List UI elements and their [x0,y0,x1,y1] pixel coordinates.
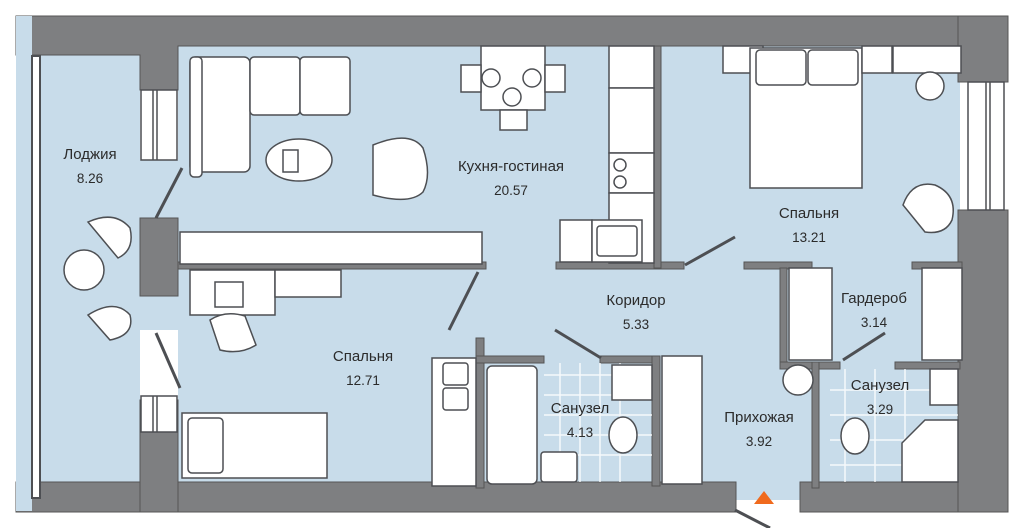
room-area: 8.26 [76,171,104,186]
room-label-corridor: Коридор 5.33 [606,292,665,334]
room-area: 5.33 [622,317,650,332]
door-bath-1 [554,328,602,360]
pouf [915,71,945,101]
bookshelf [274,269,342,298]
sink-bath2 [929,368,959,406]
window-bedroom-2 [140,395,178,433]
room-area: 12.71 [346,373,380,388]
lounge-chair [86,216,132,259]
room-name: Санузел [550,400,610,417]
furniture [63,45,963,487]
door-entrance [734,508,771,528]
door-loggia [154,167,184,219]
doors [154,167,886,528]
office-chair [209,313,257,353]
room-area: 20.57 [494,183,528,198]
room-label-bathroom-1: Санузел 4.13 [551,400,609,442]
wall-wardrobe-bottom-b [894,361,961,370]
dresser [892,45,962,74]
room-label-bedroom-2: Спальня 12.71 [333,348,393,390]
wall-wardrobe-bottom-a [779,361,841,370]
room-name: Санузел [850,377,910,394]
room-label-bathroom-2: Санузел 3.29 [851,377,909,419]
room-area: 3.14 [860,315,888,330]
door-kitchen [684,235,736,267]
room-name: Прихожая [724,409,794,426]
entrance-arrow-icon [754,491,774,504]
right-wall-bottom [957,209,1009,513]
tv-stand [179,231,483,265]
right-wall-top [957,15,1009,83]
room-name: Гардероб [841,290,907,307]
room-area: 3.92 [745,434,773,449]
left-wall [16,16,32,511]
kitchen-cabinet [608,45,655,89]
room-name: Спальня [332,348,394,365]
room-name: Коридор [606,292,666,309]
room-label-kitchen-living: Кухня-гостиная 20.57 [458,158,564,200]
sink [540,451,578,483]
bottom-wall-left [15,481,737,513]
chair [499,109,528,131]
bathtub [486,365,538,485]
wall-bedroom1-bottom-a [743,261,813,270]
armchair-bedroom [902,183,954,234]
sofa-seat [249,56,301,116]
shower [901,419,959,483]
door-loggia-bedroom [154,332,182,389]
wall-bath1-right [651,355,661,487]
toilet-bath2 [840,417,870,455]
door-bedroom-2 [447,271,480,331]
loggia-glazing [31,55,41,499]
windows [140,81,1005,433]
nightstand [861,45,893,74]
loggia-pier [139,217,179,297]
room-label-wardrobe: Гардероб 3.14 [841,290,907,332]
window-living [140,89,178,161]
room-label-loggia: Лоджия 8.26 [63,146,116,188]
room-label-hallway: Прихожая 3.92 [724,409,794,451]
wardrobe-cabinet [661,355,703,485]
closet [921,267,963,361]
room-name: Спальня [778,205,840,222]
room-name: Кухня-гостиная [457,158,565,175]
wall-kitchen-bedroom1 [653,45,662,269]
room-name: Лоджия [63,146,117,163]
bottom-wall-right [799,481,961,513]
dishwasher [559,219,593,263]
armchair [372,137,429,201]
wall-bath1-top-b [599,355,661,364]
chair [460,64,482,93]
wall-bath2-left [811,361,820,489]
toilet [608,416,638,454]
walls [15,15,1009,513]
wall-wardrobe-left [779,267,788,369]
room-label-bedroom-1: Спальня 13.21 [779,205,839,247]
floor-drain [782,364,814,396]
lounge-chair [86,305,132,341]
wall-bath1-top-a [475,355,545,364]
sofa-seat [299,56,351,116]
room-area: 4.13 [566,425,594,440]
closet [788,267,833,361]
door-wardrobe [842,331,886,362]
fridge-cabinet [608,87,655,154]
coffee-table [265,138,333,182]
magazine [282,149,299,173]
round-table [63,249,105,291]
room-area: 3.29 [866,402,894,417]
boiler [611,364,653,401]
room-area: 13.21 [792,230,826,245]
chair [544,64,566,93]
laptop [214,281,244,308]
